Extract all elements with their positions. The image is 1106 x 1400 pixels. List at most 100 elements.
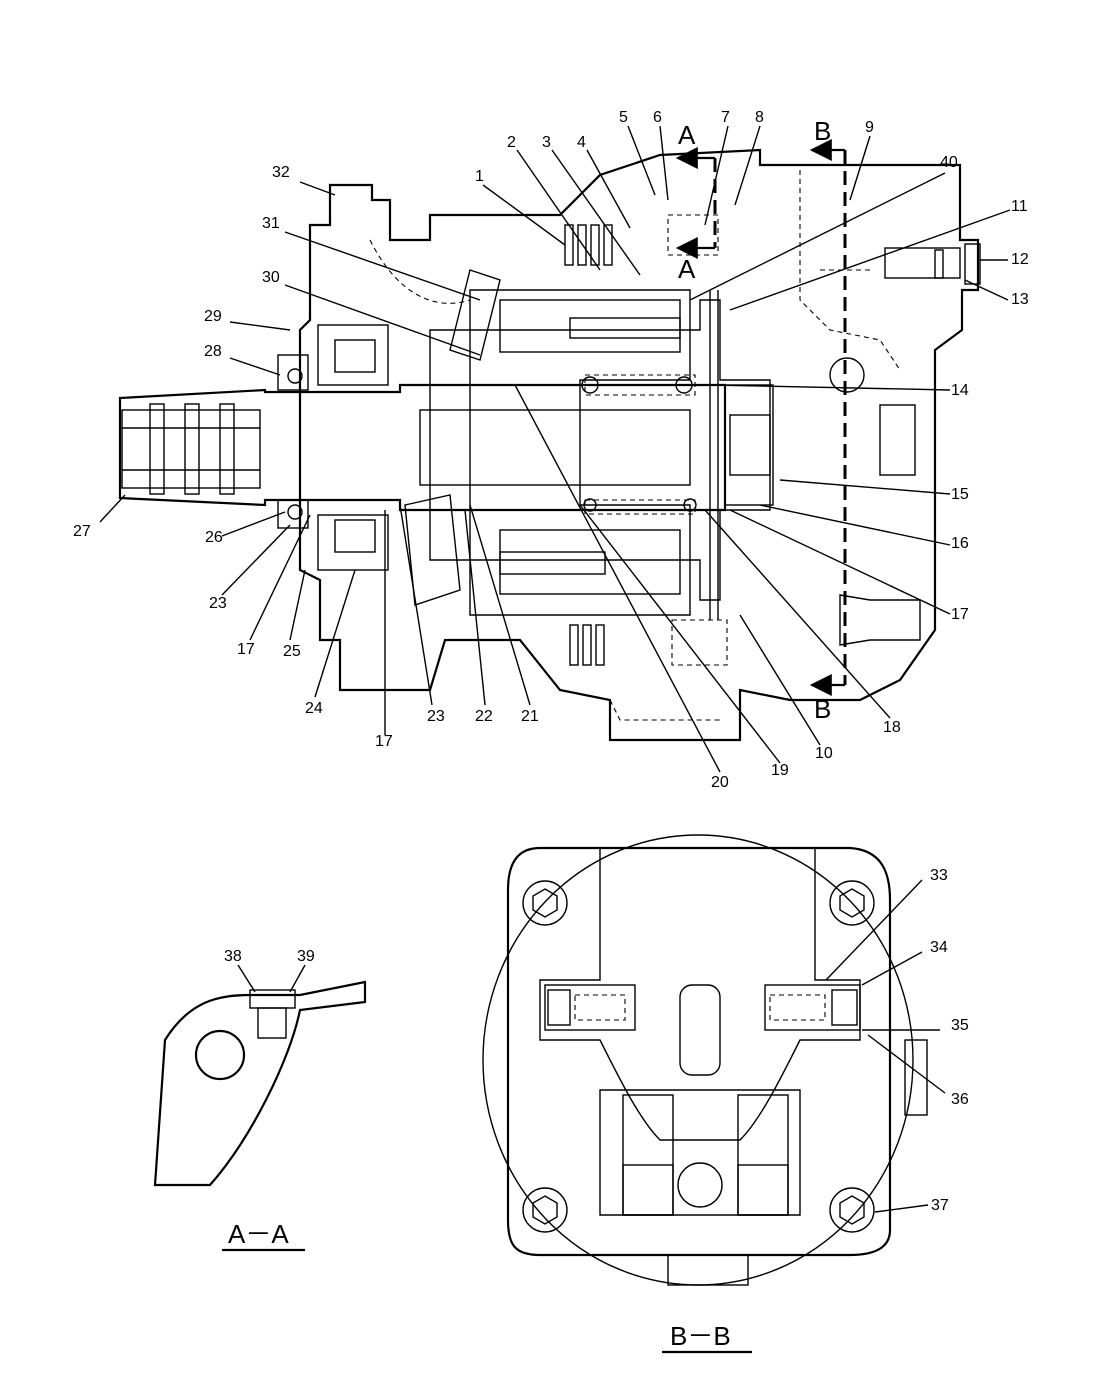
callout-17b: 17 <box>375 733 393 750</box>
leader-line <box>249 514 311 641</box>
b-b-body <box>506 846 892 1257</box>
callout-29: 29 <box>204 308 222 325</box>
leader-line <box>759 504 951 546</box>
section-a-a-view: 38 39 A－A <box>153 948 367 1252</box>
front-bearing-outer <box>317 324 389 386</box>
leader-line <box>289 569 306 641</box>
leader-line <box>221 524 291 596</box>
callout-30: 30 <box>262 269 280 286</box>
leader-line <box>849 135 871 201</box>
leader-line <box>579 504 781 764</box>
callout-39: 39 <box>297 948 315 965</box>
callout-20: 20 <box>711 774 729 791</box>
callout-32: 32 <box>272 164 290 181</box>
leader-line <box>964 279 1009 301</box>
leader-line <box>729 509 951 615</box>
callout-37: 37 <box>931 1197 949 1214</box>
main-section-view: 1 2 3 4 5 6 7 8 9 40 11 12 13 14 15 16 1… <box>73 109 1029 791</box>
callout-1: 1 <box>475 168 484 185</box>
leader-line <box>482 184 566 246</box>
oil-seal-lower <box>277 499 309 529</box>
section-a-a-title: A－A <box>228 1219 289 1249</box>
bolt-bottom-left <box>522 1187 568 1233</box>
leader-line <box>734 125 761 206</box>
callout-24: 24 <box>305 700 323 717</box>
swash-plate <box>449 269 501 361</box>
relief-valve-left <box>544 984 636 1031</box>
callout-23b: 23 <box>427 708 445 725</box>
leader-line <box>551 149 641 276</box>
leader-line <box>284 284 481 356</box>
leader-line <box>627 125 656 196</box>
callout-14: 14 <box>951 382 969 399</box>
leader-line <box>514 384 721 773</box>
callout-40: 40 <box>940 154 958 171</box>
callout-34: 34 <box>930 939 948 956</box>
bolt-top-left <box>522 880 568 926</box>
callout-36: 36 <box>951 1091 969 1108</box>
b-b-flange-outline <box>482 834 914 1286</box>
output-spline <box>121 409 261 489</box>
callout-11: 11 <box>1011 198 1028 215</box>
cross-port <box>829 357 865 393</box>
leader-line <box>729 209 1011 311</box>
b-b-core-hatched <box>539 847 861 1141</box>
leader-line <box>586 149 631 229</box>
a-a-plug <box>249 989 296 1009</box>
callout-23: 23 <box>209 595 227 612</box>
callout-17c: 17 <box>237 641 255 658</box>
callout-35: 35 <box>951 1017 969 1034</box>
callout-17: 17 <box>951 606 969 623</box>
brake-disc-stack-lower <box>569 624 605 666</box>
callout-27: 27 <box>73 523 91 540</box>
callout-13: 13 <box>1011 291 1029 308</box>
callout-33: 33 <box>930 867 948 884</box>
leader-line <box>229 321 291 331</box>
leader-line <box>99 494 126 523</box>
leader-line <box>299 181 336 196</box>
bolt-bottom-right <box>829 1187 875 1233</box>
section-marker-b-bottom: B <box>814 694 831 724</box>
bolt-top-right <box>829 880 875 926</box>
shaft-internal-spline <box>419 409 691 486</box>
b-b-piston-left <box>622 1094 674 1216</box>
leader-line <box>704 125 729 226</box>
callout-16: 16 <box>951 535 969 552</box>
callout-19: 19 <box>771 762 789 779</box>
callout-38: 38 <box>224 948 242 965</box>
callout-3: 3 <box>542 134 551 151</box>
callout-8: 8 <box>755 109 764 126</box>
section-a-a-body <box>153 980 367 1187</box>
section-b-b-title: B－B <box>670 1321 731 1351</box>
b-b-bottom-tab <box>667 1254 749 1286</box>
front-bearing-lower <box>317 514 389 571</box>
callout-4: 4 <box>577 134 586 151</box>
a-a-thread <box>257 1007 287 1039</box>
drive-shaft <box>118 383 727 512</box>
swash-plate-lower <box>404 494 461 606</box>
cylinder-bore <box>429 299 771 601</box>
brake-spring-lower <box>671 619 728 666</box>
callout-21: 21 <box>521 708 539 725</box>
housing-body <box>298 148 980 742</box>
leader-line <box>516 149 601 271</box>
leader-line <box>464 509 486 706</box>
rear-bearing <box>724 384 774 506</box>
callout-10: 10 <box>815 745 833 762</box>
rear-port <box>879 404 916 476</box>
leader-line <box>689 172 946 301</box>
leader-line <box>739 614 821 746</box>
leader-line <box>399 504 433 706</box>
leader-line <box>659 125 669 201</box>
leader-line <box>314 569 356 698</box>
callout-22: 22 <box>475 708 493 725</box>
leader-line <box>709 384 951 391</box>
leader-line <box>229 357 281 376</box>
callout-9: 9 <box>865 119 874 136</box>
leader-line <box>779 479 951 495</box>
callout-28: 28 <box>204 343 222 360</box>
lower-port <box>839 594 921 646</box>
section-marker-a-bottom: A <box>678 254 696 284</box>
oil-seal-upper <box>277 354 309 391</box>
